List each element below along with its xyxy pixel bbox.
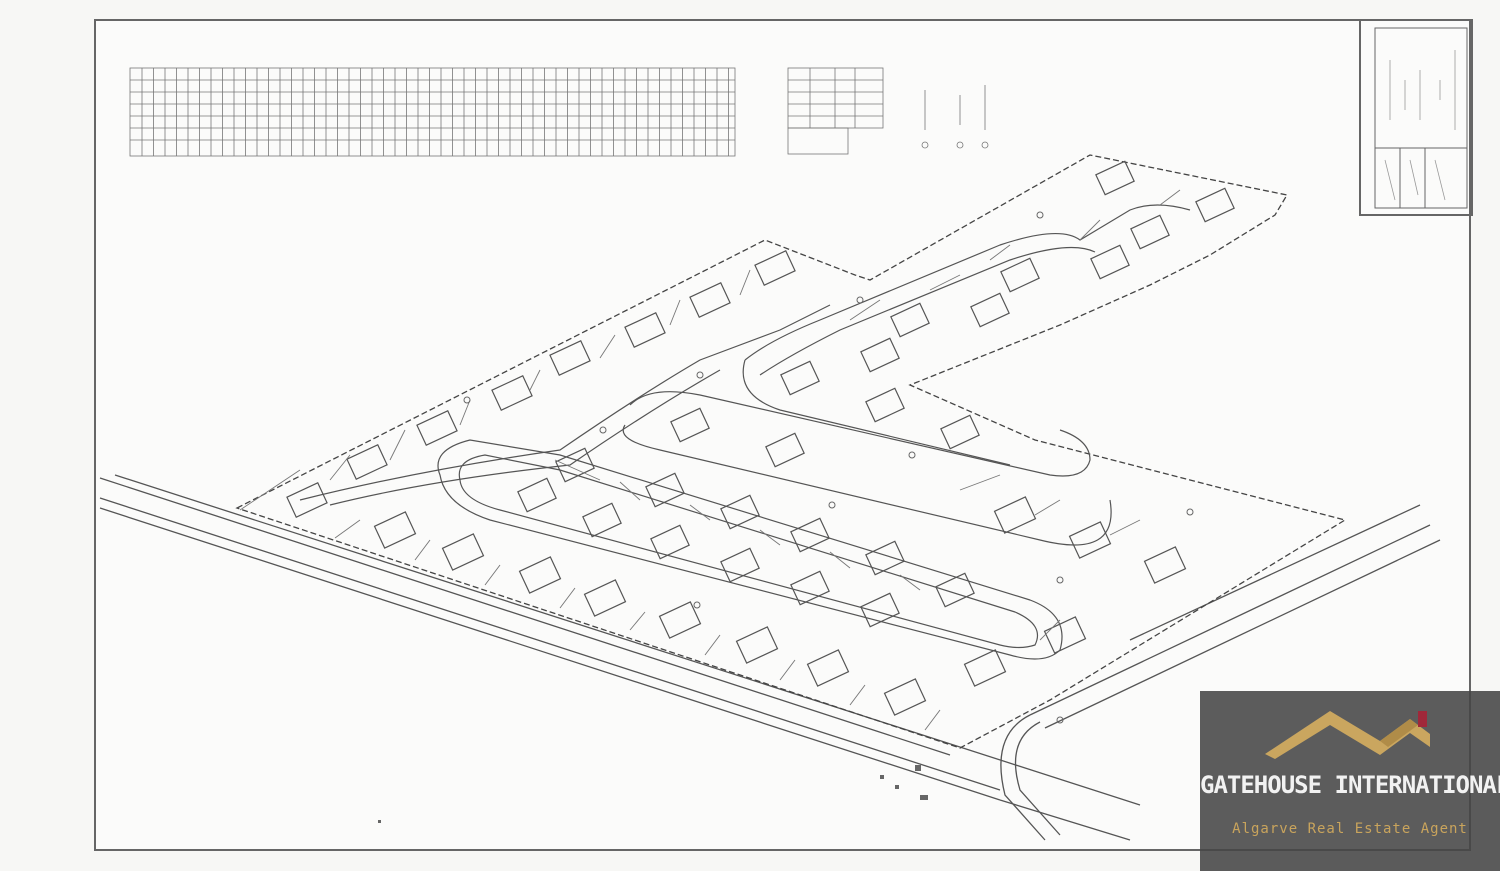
lot-line — [599, 334, 616, 359]
title-block — [1359, 19, 1473, 216]
house-footprint — [441, 533, 485, 571]
house-footprint — [658, 601, 702, 639]
house-footprint — [1000, 257, 1040, 293]
house-footprint — [1068, 521, 1112, 559]
house-footprint — [549, 340, 591, 376]
house-footprint — [765, 432, 805, 468]
house-footprint — [735, 626, 779, 664]
house-footprint — [993, 496, 1037, 534]
house-footprint — [645, 472, 685, 508]
house-footprint — [517, 477, 557, 513]
house-footprint — [582, 502, 622, 538]
lot-line — [779, 659, 796, 681]
site-boundary — [235, 154, 1347, 749]
lot-line — [924, 709, 941, 731]
lot-line — [459, 399, 471, 426]
lot-line — [389, 429, 406, 461]
lot-line — [484, 564, 501, 586]
house-footprint — [865, 387, 905, 423]
lot-line — [829, 551, 851, 569]
house-footprint — [1195, 187, 1235, 223]
survey-marks — [378, 211, 1194, 823]
lot-line — [1079, 219, 1101, 241]
lot-line — [739, 269, 751, 296]
lot-line — [704, 634, 721, 656]
house-footprint — [790, 517, 830, 553]
lot-line — [239, 469, 301, 511]
lot-line — [849, 684, 866, 706]
house-footprint — [689, 282, 731, 318]
house-footprint — [624, 312, 666, 348]
watermark-banner: GATEHOUSE INTERNATIONAL Algarve Real Est… — [1200, 691, 1500, 871]
house-footprint — [890, 302, 930, 338]
house-footprint — [416, 410, 458, 446]
main-road — [99, 474, 1141, 841]
house-footprint — [806, 649, 850, 687]
house-footprint — [970, 292, 1010, 328]
lot-line — [929, 274, 961, 291]
house-footprint — [1043, 616, 1087, 654]
lot-line — [1159, 189, 1181, 206]
brand-tagline: Algarve Real Estate Agent — [1232, 821, 1468, 837]
house-footprint — [860, 337, 900, 373]
house-footprint — [670, 407, 710, 443]
side-road — [1029, 504, 1441, 729]
house-footprint — [583, 579, 627, 617]
lot-line — [619, 481, 641, 501]
house-footprint — [963, 649, 1007, 687]
house-footprint — [720, 547, 760, 583]
lot-line — [414, 539, 431, 561]
internal-roads — [299, 204, 1191, 660]
house-footprint — [373, 511, 417, 549]
lot-line — [329, 454, 351, 481]
house-footprint — [346, 444, 388, 480]
house-footprint — [555, 447, 595, 483]
lot-line — [629, 611, 646, 631]
house-footprint — [935, 572, 975, 608]
lot-line — [669, 299, 681, 326]
house-footprint — [780, 360, 820, 396]
house-footprint — [491, 375, 533, 411]
lot-schedule-table — [129, 67, 736, 157]
lot-line — [554, 459, 601, 481]
brand-name: GATEHOUSE INTERNATIONAL — [1200, 771, 1500, 799]
lot-line — [334, 519, 361, 539]
rooftops-logo-icon — [1265, 711, 1430, 759]
lot-line — [1109, 519, 1141, 536]
house-footprint — [865, 540, 905, 576]
house-footprint — [1090, 244, 1130, 280]
house-footprint — [754, 250, 796, 286]
house-footprint — [860, 592, 900, 628]
house-footprint — [940, 414, 980, 450]
lot-line — [989, 244, 1011, 261]
lot-line — [849, 299, 881, 321]
house-footprint — [720, 494, 760, 530]
house-footprint — [286, 482, 328, 518]
house-footprint — [883, 678, 927, 716]
lot-line — [689, 504, 711, 521]
lot-line — [759, 529, 781, 546]
lot-line — [899, 574, 921, 591]
lot-line — [529, 369, 541, 391]
lot-line — [959, 474, 1001, 491]
house-footprint — [790, 570, 830, 606]
house-footprint — [1130, 214, 1170, 250]
house-footprint — [650, 524, 690, 560]
lot-line — [559, 587, 576, 609]
lot-line — [1039, 619, 1061, 641]
house-footprint — [1095, 160, 1135, 196]
house-footprint — [518, 556, 562, 594]
lot-grid — [239, 160, 1235, 731]
house-footprint — [1143, 546, 1187, 584]
lot-line — [1034, 499, 1061, 516]
legend-table — [787, 67, 989, 155]
